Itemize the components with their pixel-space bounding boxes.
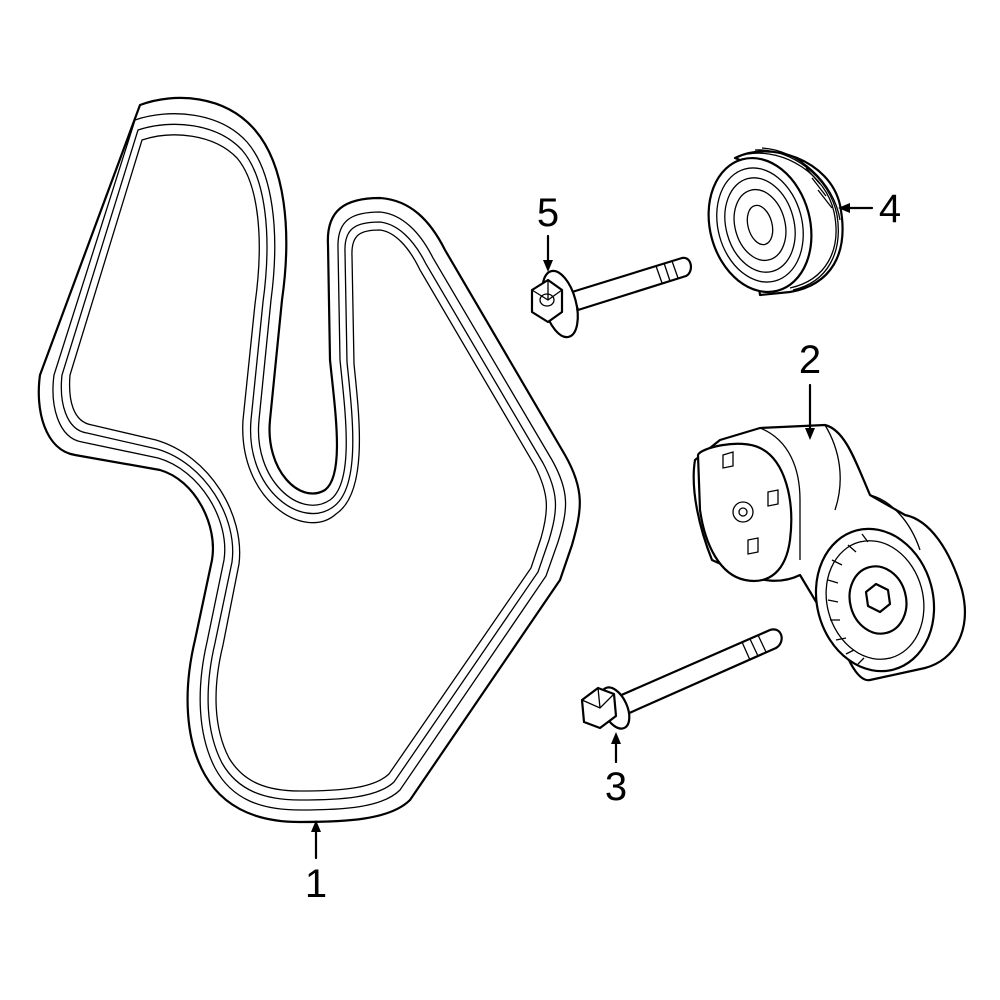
callout-leaders <box>311 203 874 860</box>
serpentine-belt[interactable] <box>37 96 581 824</box>
belt-tensioner[interactable] <box>692 423 966 685</box>
callout-3-label: 3 <box>605 765 627 809</box>
idler-pulley[interactable] <box>694 146 844 303</box>
callout-1-label: 1 <box>305 862 327 906</box>
idler-pulley-bolt[interactable] <box>530 256 692 341</box>
callout-5-label: 5 <box>537 191 559 235</box>
tensioner-bolt[interactable] <box>580 628 783 733</box>
callout-4-label: 4 <box>879 187 901 231</box>
callout-2-label: 2 <box>799 338 821 382</box>
